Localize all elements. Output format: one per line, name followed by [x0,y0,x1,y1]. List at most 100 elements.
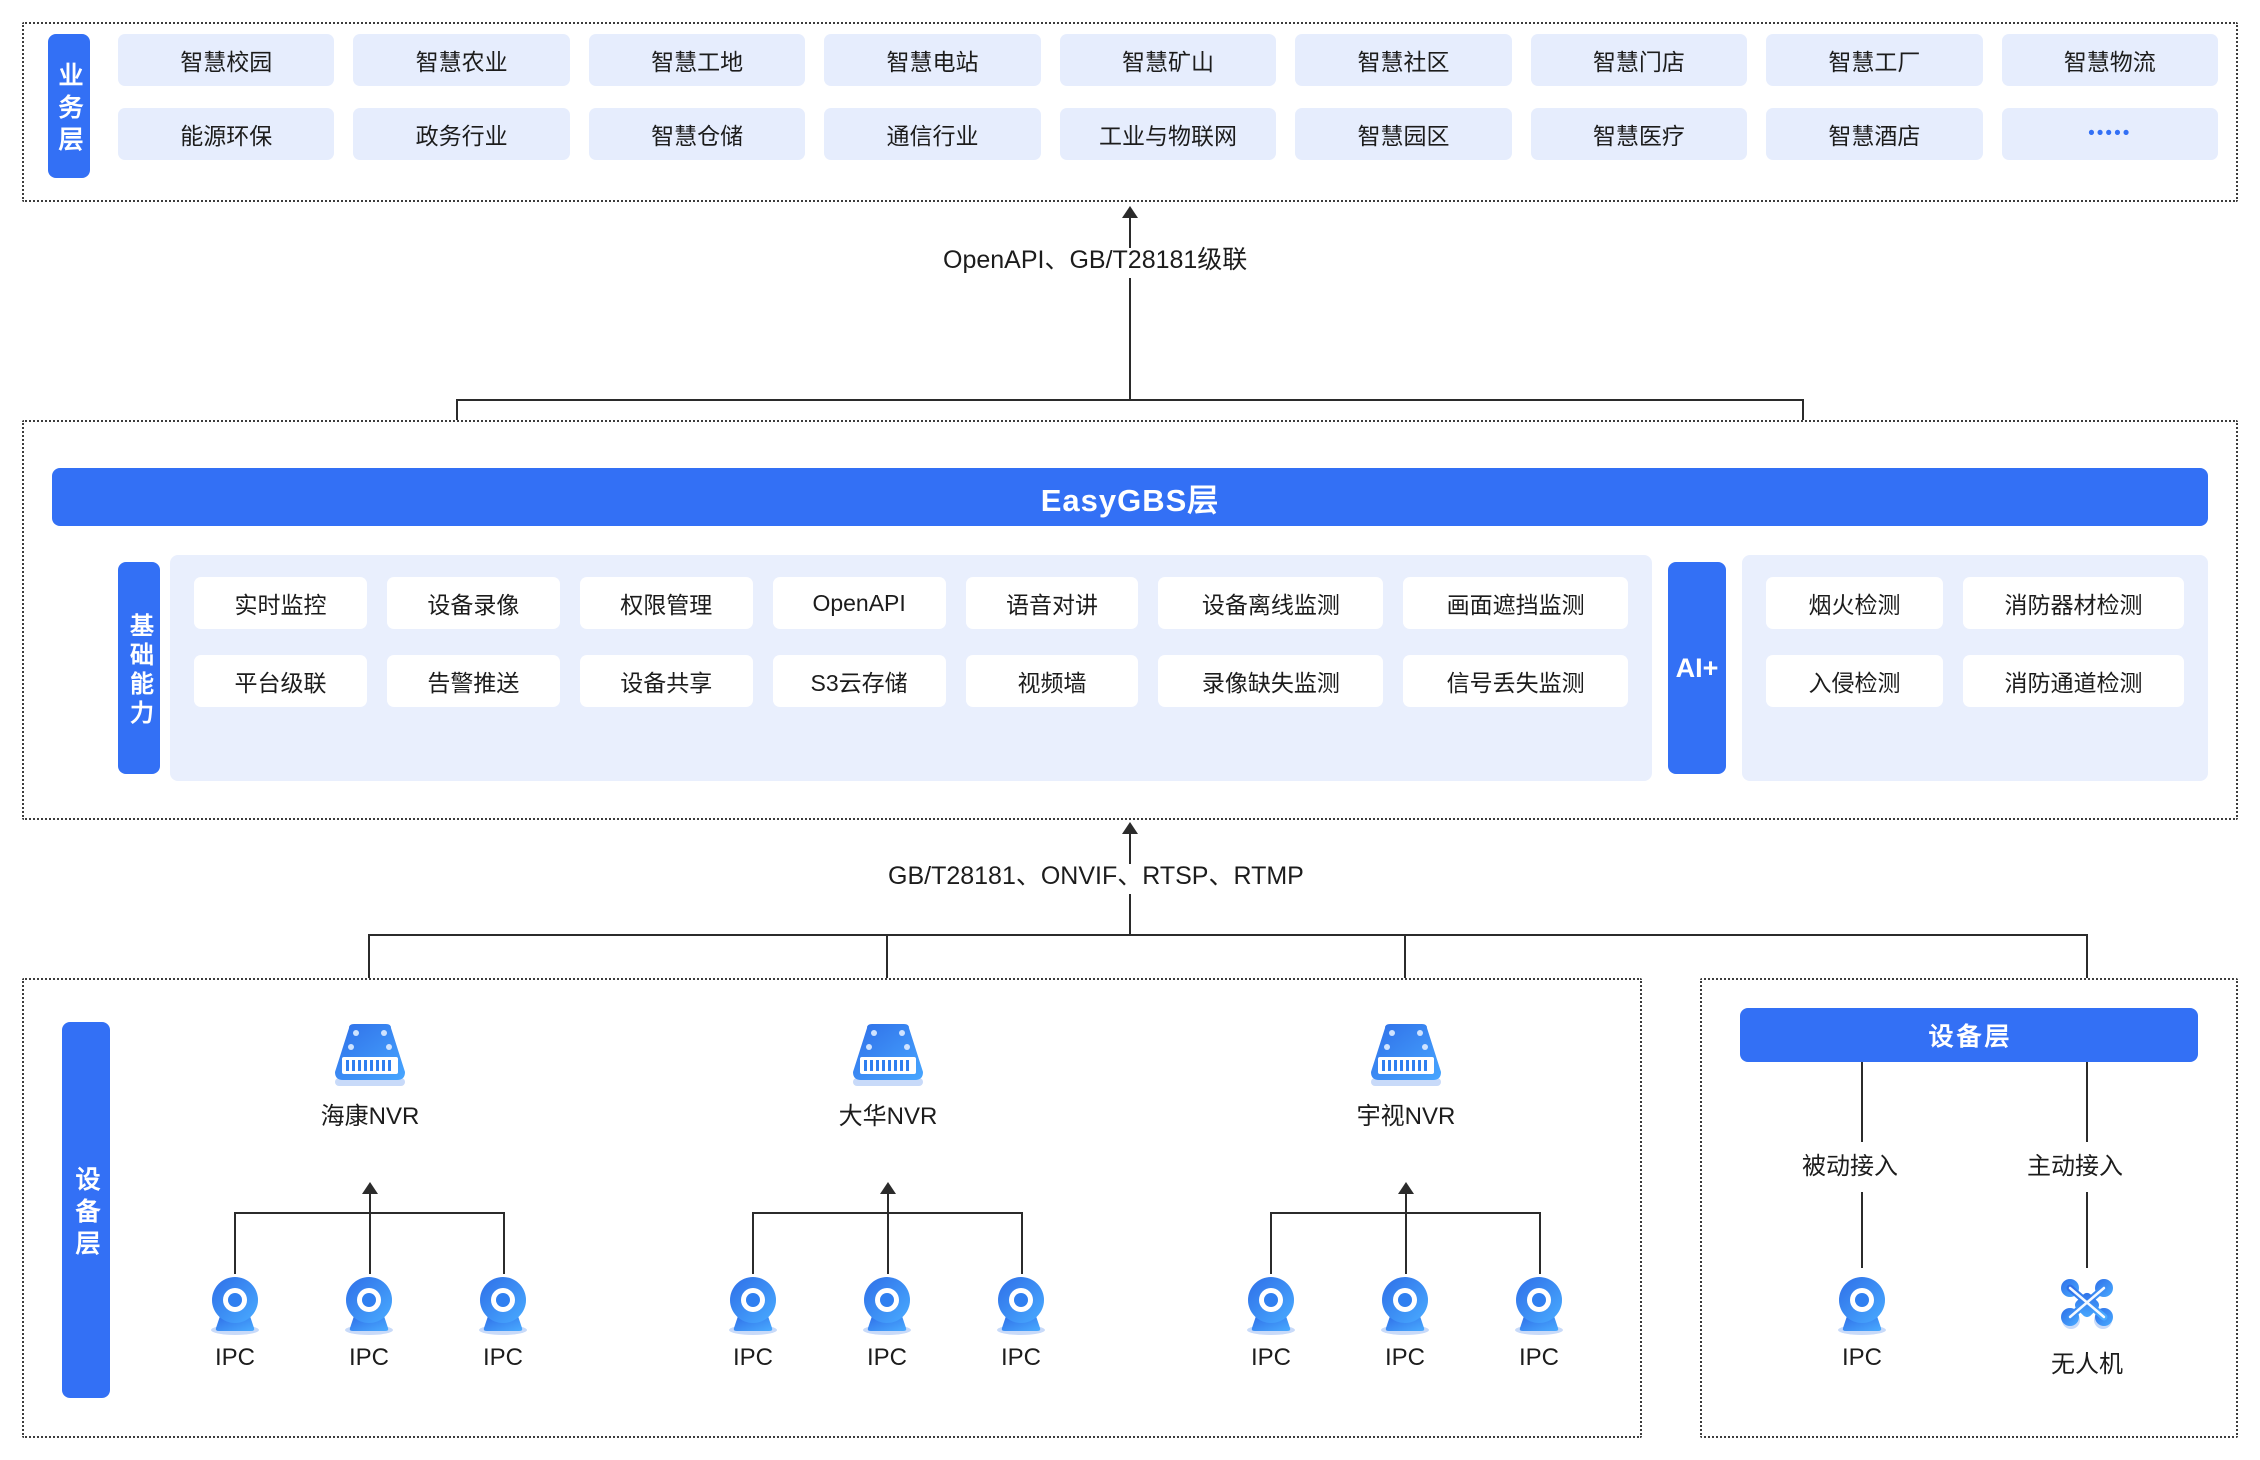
ipc-node[interactable]: IPC [1221,1272,1321,1372]
ipc-node[interactable]: IPC [319,1272,419,1372]
nvr-node[interactable]: 海康NVR [300,1020,440,1131]
ipc-label: IPC [348,1344,389,1371]
connector-line [1129,218,1131,248]
business-item[interactable]: 通信行业 [824,108,1041,160]
ipc-label: IPC [482,1344,523,1371]
ipc-label: IPC [1518,1344,1559,1371]
nvr-label: 宇视NVR [1356,1103,1456,1130]
business-item[interactable]: 智慧园区 [1295,108,1512,160]
capability-item[interactable]: 设备录像 [386,577,560,629]
business-item[interactable]: 智慧医疗 [1530,108,1748,160]
drone-node[interactable]: 无人机 [2037,1272,2137,1379]
ipc-label: IPC [1250,1344,1291,1371]
capability-item[interactable]: S3云存储 [772,655,946,707]
ipc-camera-icon [1829,1272,1895,1338]
ai-plus-side-label: AI+ [1668,562,1726,774]
ipc-node[interactable]: IPC [1355,1272,1455,1372]
ipc-node[interactable]: IPC [703,1272,803,1372]
ipc-camera-icon [988,1272,1054,1338]
capability-item[interactable]: 告警推送 [386,655,560,707]
ipc-camera-icon [720,1272,786,1338]
ipc-node[interactable]: IPC [185,1272,285,1372]
capability-item[interactable]: 录像缺失监测 [1158,655,1384,707]
business-item[interactable]: 智慧工厂 [1766,34,1983,86]
connector-line [1129,300,1131,400]
capability-item[interactable]: 画面遮挡监测 [1403,577,1628,629]
business-item[interactable]: 智慧门店 [1530,34,1748,86]
connector-line [887,1194,889,1212]
business-item[interactable]: 智慧酒店 [1766,108,1983,160]
ipc-camera-icon [1372,1272,1438,1338]
ai-capability-group: 烟火检测 消防器材检测 入侵检测 消防通道检测 [1742,555,2208,781]
connector-line [886,934,888,1014]
business-layer-items: 智慧校园 智慧农业 智慧工地 智慧电站 智慧矿山 智慧社区 智慧门店 智慧工厂 … [118,34,2218,160]
ai-item[interactable]: 烟火检测 [1766,577,1943,629]
ipc-camera-icon [1506,1272,1572,1338]
connector-line [1129,894,1131,934]
business-item-more[interactable]: ••••• [2001,108,2218,160]
ipc-label: IPC [866,1344,907,1371]
connector-line [752,1212,754,1274]
capability-item[interactable]: 信号丢失监测 [1403,655,1628,707]
ai-item[interactable]: 入侵检测 [1766,655,1943,707]
nvr-icon [325,1020,415,1090]
ipc-node[interactable]: IPC [971,1272,1071,1372]
nvr-icon [843,1020,933,1090]
capability-item[interactable]: OpenAPI [772,577,946,629]
ipc-node[interactable]: IPC [837,1272,937,1372]
business-item[interactable]: 政务行业 [353,108,570,160]
ipc-node[interactable]: IPC [1489,1272,1589,1372]
nvr-label: 大华NVR [838,1103,938,1130]
capability-item[interactable]: 实时监控 [194,577,367,629]
business-item[interactable]: 智慧物流 [2001,34,2218,86]
connector-bottom-label: GB/T28181、ONVIF、RTSP、RTMP [888,862,1304,890]
capability-item[interactable]: 设备共享 [579,655,753,707]
connector-line [1129,278,1131,300]
capability-item[interactable]: 视频墙 [965,655,1139,707]
connector-line [1405,1212,1407,1274]
business-item[interactable]: 工业与物联网 [1059,108,1277,160]
business-item[interactable]: 智慧社区 [1295,34,1512,86]
device-layer-left-panel [22,978,1642,1438]
capability-item[interactable]: 平台级联 [194,655,367,707]
connector-line [1861,1192,1863,1268]
business-item[interactable]: 智慧矿山 [1059,34,1277,86]
business-item[interactable]: 智慧仓储 [588,108,806,160]
capability-item[interactable]: 设备离线监测 [1158,577,1384,629]
ipc-node[interactable]: IPC [1812,1272,1912,1372]
connector-top-label: OpenAPI、GB/T28181级联 [943,246,1248,274]
access-mode-label: 主动接入 [2027,1153,2123,1180]
ai-capability-items: 烟火检测 消防器材检测 入侵检测 消防通道检测 [1766,577,2184,707]
ipc-camera-icon [854,1272,920,1338]
connector-line [1405,1194,1407,1212]
ipc-label: IPC [1384,1344,1425,1371]
easygbs-layer-bar[interactable]: EasyGBS层 [52,468,2208,526]
business-item[interactable]: 智慧电站 [824,34,1041,86]
nvr-label: 海康NVR [320,1103,420,1130]
access-mode-label: 被动接入 [1802,1153,1898,1180]
ai-item[interactable]: 消防通道检测 [1962,655,2184,707]
nvr-node[interactable]: 宇视NVR [1336,1020,1476,1131]
capability-item[interactable]: 语音对讲 [965,577,1139,629]
business-layer-side-label: 业务层 [48,34,90,178]
business-item[interactable]: 智慧工地 [588,34,806,86]
connector-line [368,934,370,1014]
connector-line [1270,1212,1272,1274]
drone-label: 无人机 [2051,1351,2123,1378]
connector-arrow-up [880,1182,896,1194]
capability-item[interactable]: 权限管理 [579,577,753,629]
connector-arrow-up [1398,1182,1414,1194]
connector-line [1129,834,1131,864]
business-item[interactable]: 智慧农业 [353,34,570,86]
ipc-node[interactable]: IPC [453,1272,553,1372]
business-item[interactable]: 能源环保 [118,108,335,160]
ai-item[interactable]: 消防器材检测 [1962,577,2184,629]
business-item[interactable]: 智慧校园 [118,34,335,86]
connector-arrow-up [362,1182,378,1194]
basic-capability-side-label: 基础能力 [118,562,160,774]
connector-line [2086,1062,2088,1142]
drone-icon [2054,1272,2120,1338]
nvr-node[interactable]: 大华NVR [818,1020,958,1131]
connector-line [234,1212,236,1274]
device-layer-title-bar[interactable]: 设备层 [1740,1008,2198,1062]
